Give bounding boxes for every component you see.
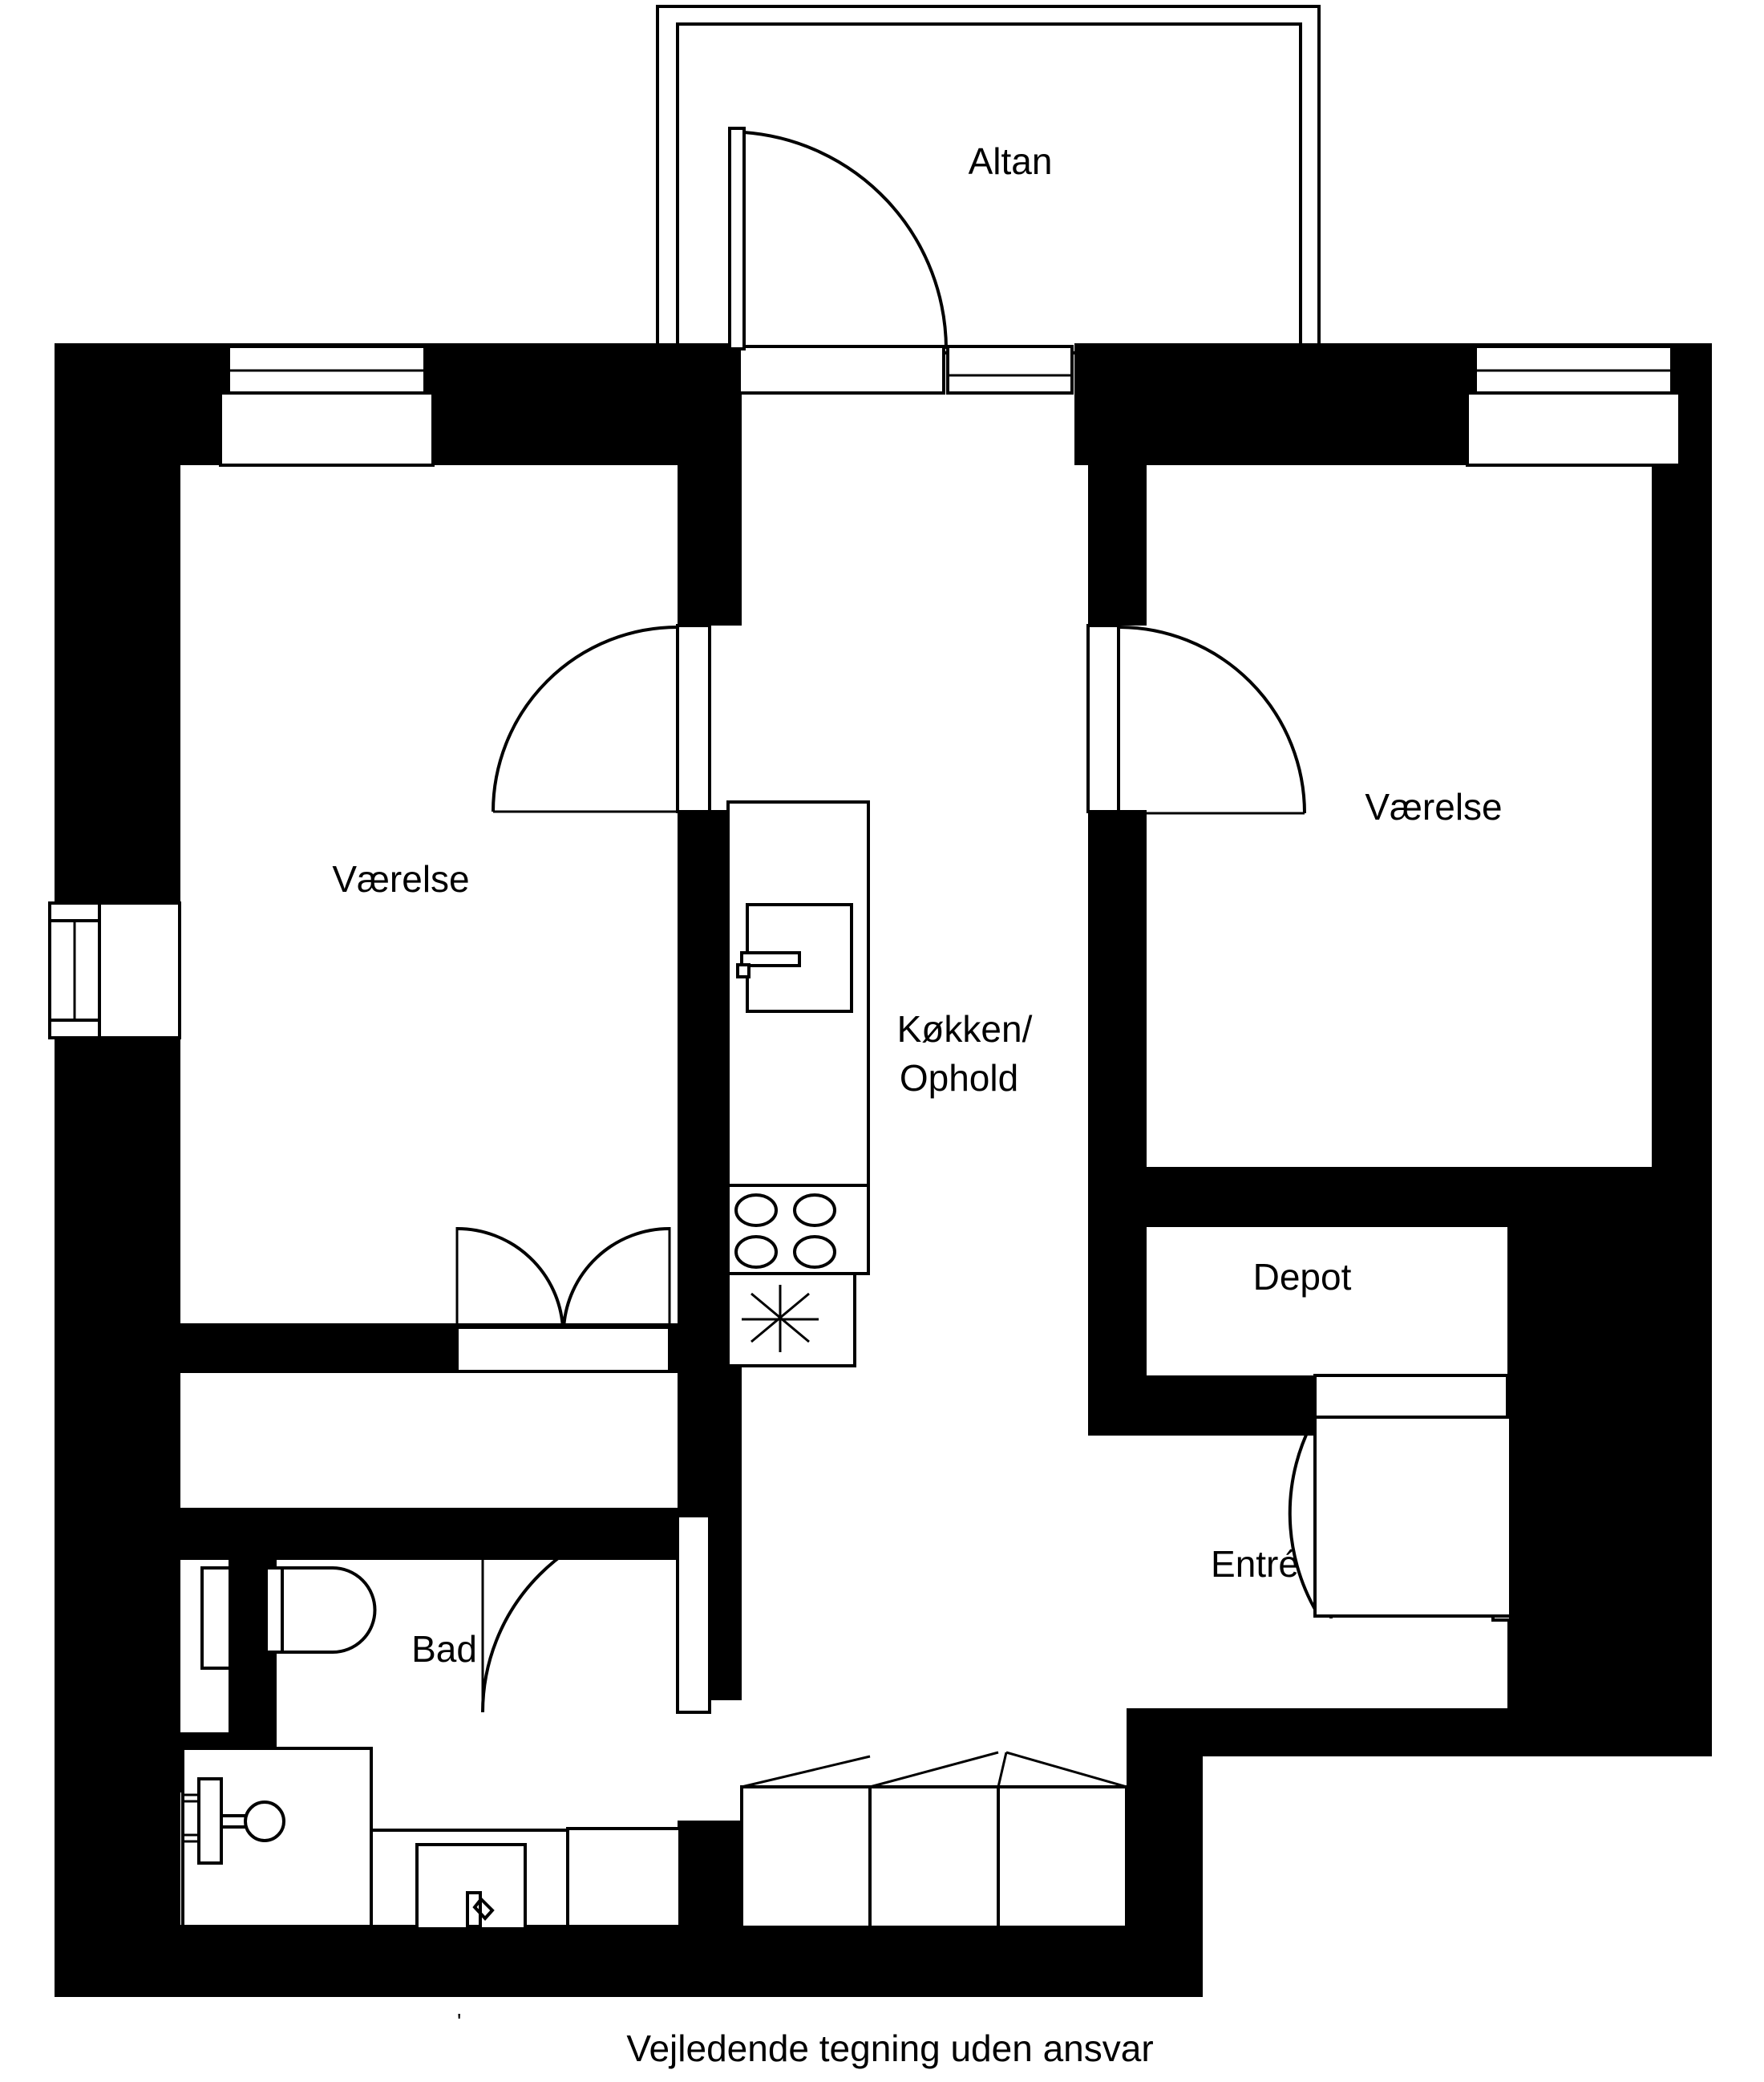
kitchen-sink [726, 1272, 856, 1367]
double-door-closet[interactable] [455, 1226, 671, 1373]
washing-machine [370, 1829, 569, 1930]
bathroom-sink [181, 1747, 373, 1928]
right-room-door[interactable] [1086, 624, 1306, 815]
bathroom-fixtures [181, 1566, 682, 1930]
kitchen-stove [726, 1184, 870, 1275]
room-label-kokken-line1: Køkken/ [897, 1008, 1033, 1050]
window-west [48, 901, 181, 1039]
window-north-west [219, 345, 435, 467]
left-room-door[interactable] [492, 624, 711, 813]
entry-door[interactable] [1288, 1374, 1513, 1622]
window-balcony-side [946, 345, 1074, 395]
interior-walls [128, 465, 1712, 1925]
room-label-bad: Bad [411, 1628, 477, 1670]
room-label-depot: Depot [1253, 1256, 1352, 1298]
kitchen-counter [726, 800, 870, 1367]
room-label-altan: Altan [969, 140, 1053, 182]
room-label-kokken-line2: Ophold [900, 1057, 1018, 1099]
room-label-entre: Entré [1211, 1543, 1299, 1585]
built-in-wardrobe [740, 1751, 1128, 1929]
balcony-door[interactable] [728, 127, 948, 395]
room-label-vaerelse-left: Værelse [332, 858, 469, 900]
footer-disclaimer: Vejledende tegning uden ansvar [626, 2027, 1153, 2069]
room-label-vaerelse-right: Værelse [1365, 786, 1502, 828]
bathroom-door[interactable] [481, 1514, 711, 1714]
stray-tick-mark: ' [457, 2009, 461, 2034]
toilet [200, 1566, 377, 1670]
window-north-east [1466, 345, 1681, 467]
refrigerator [736, 903, 853, 1013]
entry-vestibule [1315, 1374, 1512, 1750]
